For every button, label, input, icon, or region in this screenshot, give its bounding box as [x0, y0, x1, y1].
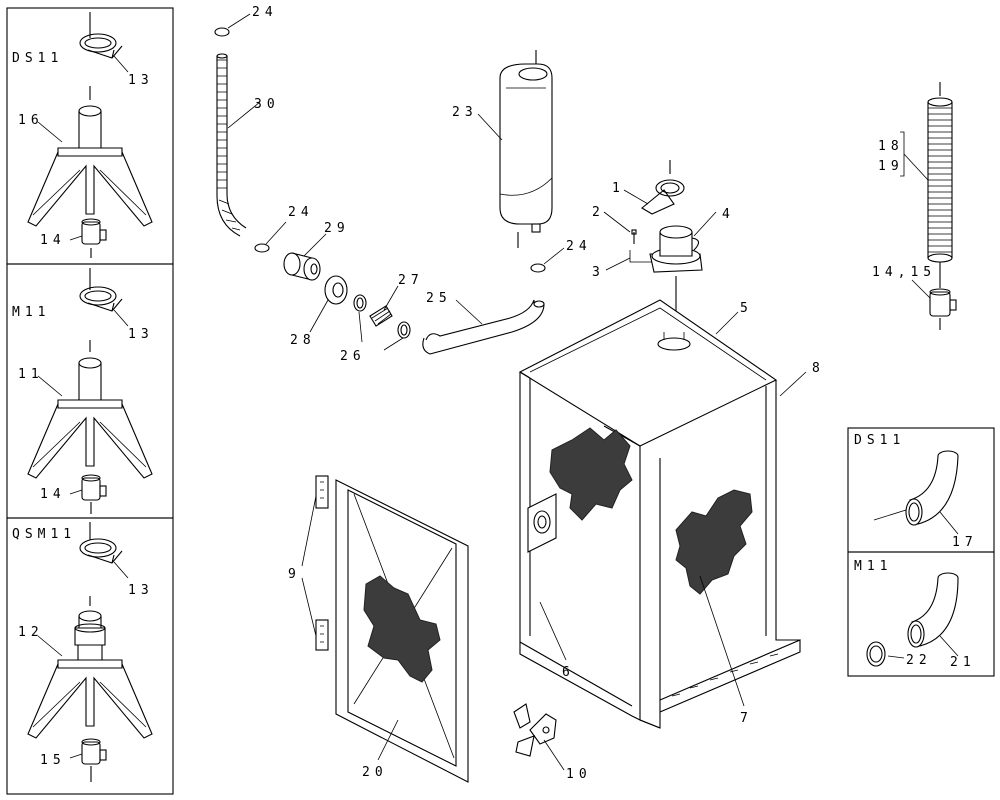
callout-22: 22: [906, 653, 932, 668]
left-panel-qsm11: QSM11 13 12 15: [6, 517, 174, 795]
callout-4: 4: [722, 207, 735, 222]
callout-11: 11: [18, 367, 44, 382]
callout-3: 3: [592, 265, 605, 280]
callout-21: 21: [950, 655, 976, 670]
panel-title-qsm11: QSM11: [12, 527, 76, 542]
callout-2: 2: [592, 205, 605, 220]
right-panel-ds11: DS11 17: [847, 427, 995, 553]
callout-13: 13: [128, 73, 154, 88]
callout-12: 12: [18, 625, 44, 640]
callout-13: 13: [128, 583, 154, 598]
callout-8: 8: [812, 361, 825, 376]
door-20: 20: [335, 479, 469, 783]
callout-1: 1: [612, 181, 625, 196]
callout-14: 14: [40, 233, 66, 248]
callout-26: 26: [340, 349, 366, 364]
callout-28: 28: [290, 333, 316, 348]
callout-9: 9: [288, 567, 301, 582]
callout-25: 25: [426, 291, 452, 306]
callout-16: 16: [18, 113, 44, 128]
left-panel-m11: M11 13 11 14: [6, 263, 174, 519]
panel-title-ds11: DS11: [854, 433, 905, 448]
callout-29: 29: [324, 221, 350, 236]
latch-10: 10: [513, 703, 592, 782]
callout-10: 10: [566, 767, 592, 782]
right-panel-m11: M11 22 21: [847, 551, 995, 677]
callout-14-15: 14,15: [872, 265, 936, 280]
housing: 5 8 6 7: [518, 299, 825, 729]
panel-title-m11: M11: [12, 305, 50, 320]
callout-24: 24: [252, 5, 278, 20]
left-panel-ds11: DS11 13 16 14: [6, 7, 174, 265]
precleaner-23: 23: [452, 50, 553, 248]
callout-15: 15: [40, 753, 66, 768]
callout-13: 13: [128, 327, 154, 342]
callout-24: 24: [288, 205, 314, 220]
panel-title-m11: M11: [854, 559, 892, 574]
callout-24: 24: [566, 239, 592, 254]
hose-assembly: 24 30 24 29 28 27 26: [214, 5, 592, 364]
hinges-9: 9: [288, 475, 329, 651]
callout-18: 18: [878, 139, 904, 154]
callout-27: 27: [398, 273, 424, 288]
panel-title-ds11: DS11: [12, 51, 63, 66]
callout-6: 6: [562, 665, 575, 680]
parts-1-4: 1 2 3 4: [592, 160, 735, 336]
hose-18-19: 18 19 14,15: [872, 82, 957, 330]
callout-14: 14: [40, 487, 66, 502]
callout-30: 30: [254, 97, 280, 112]
callout-20: 20: [362, 765, 388, 780]
callout-19: 19: [878, 159, 904, 174]
callout-17: 17: [952, 535, 978, 550]
callout-7: 7: [740, 711, 753, 726]
callout-23: 23: [452, 105, 478, 120]
callout-5: 5: [740, 301, 753, 316]
